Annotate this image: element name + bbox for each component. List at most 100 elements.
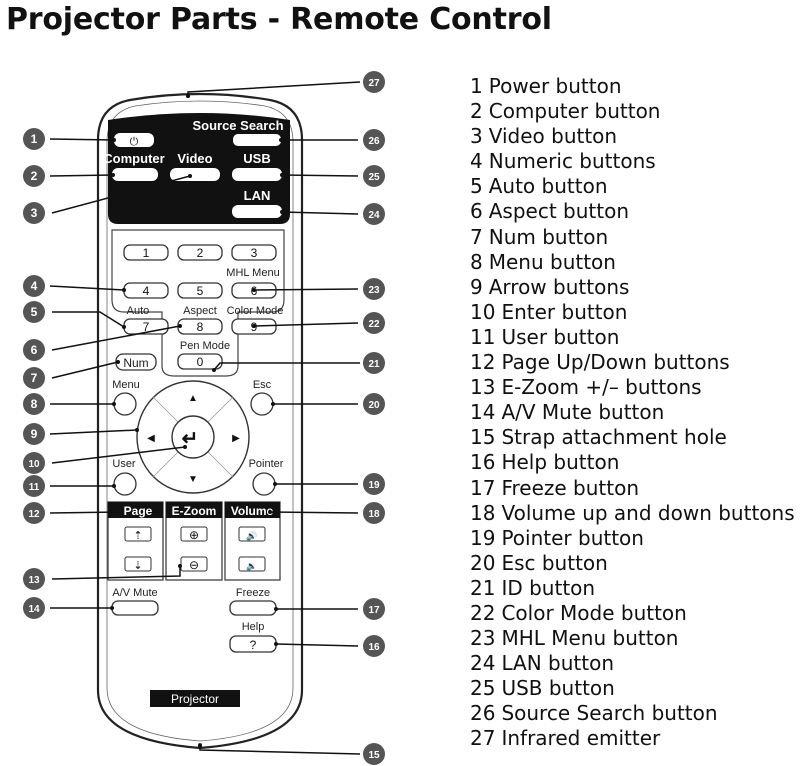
callout-circle bbox=[23, 423, 45, 445]
page-up-button[interactable] bbox=[124, 526, 152, 542]
callout-circle bbox=[363, 598, 385, 620]
volume-down-button[interactable] bbox=[238, 556, 266, 572]
numeric-button-label: 0 bbox=[197, 355, 204, 369]
callout-leader-line bbox=[51, 361, 119, 379]
volume-label: Volume bbox=[231, 504, 274, 518]
numeric-button[interactable] bbox=[177, 353, 223, 370]
zoom-out-icon: ⊖ bbox=[189, 558, 199, 572]
remote-control-diagram: Source Search ⏻ Computer Video USB LAN 1… bbox=[23, 71, 385, 765]
legend-number: 7 bbox=[470, 224, 483, 249]
zoom-in-icon: ⊕ bbox=[189, 528, 199, 542]
pen-mode-label: Pen Mode bbox=[180, 340, 230, 352]
arrow-left-icon: ◀ bbox=[147, 433, 155, 444]
callout-circle bbox=[363, 278, 385, 300]
legend-number: 8 bbox=[470, 249, 483, 274]
page-down-button[interactable] bbox=[124, 556, 152, 572]
callout-number: 15 bbox=[368, 750, 380, 761]
callout-number: 14 bbox=[28, 604, 40, 615]
numeric-button[interactable] bbox=[177, 244, 223, 261]
callout-circle bbox=[363, 203, 385, 225]
callout-badge: 26 bbox=[363, 129, 385, 151]
legend-number: 16 bbox=[470, 450, 496, 475]
callout-circle bbox=[363, 165, 385, 187]
callout-badge: 22 bbox=[363, 312, 385, 334]
callout-circle bbox=[23, 339, 45, 361]
source-search-button[interactable] bbox=[233, 134, 281, 146]
user-button[interactable] bbox=[113, 472, 137, 496]
pointer-label: Pointer bbox=[249, 458, 284, 470]
arrow-down-icon: ▼ bbox=[188, 474, 198, 485]
callout-leader-end bbox=[110, 606, 114, 610]
legend-label: Menu button bbox=[488, 249, 616, 274]
computer-label: Computer bbox=[103, 151, 164, 166]
numeric-button-label: 8 bbox=[197, 320, 204, 334]
av-mute-button[interactable] bbox=[111, 600, 159, 616]
esc-label: Esc bbox=[253, 379, 272, 391]
esc-button[interactable] bbox=[250, 392, 274, 416]
volume-down-icon: 🔉 bbox=[246, 561, 257, 572]
callout-badge: 4 bbox=[23, 275, 45, 297]
pointer-button[interactable] bbox=[252, 472, 276, 496]
numeric-button[interactable] bbox=[123, 244, 169, 261]
callout-number: 3 bbox=[31, 206, 38, 220]
usb-button[interactable] bbox=[232, 168, 282, 181]
callout-number: 21 bbox=[368, 359, 380, 370]
power-button[interactable] bbox=[114, 133, 154, 147]
callout-leader-line bbox=[51, 325, 181, 351]
arrow-right-icon: ▶ bbox=[232, 433, 240, 444]
legend-label: Video button bbox=[488, 124, 618, 149]
legend-number: 19 bbox=[470, 525, 496, 550]
callout-leader-line bbox=[253, 322, 359, 327]
legend-label: Computer button bbox=[488, 99, 661, 124]
legend-label: Enter button bbox=[501, 299, 628, 324]
mhl-menu-label: MHL Menu bbox=[226, 267, 279, 279]
menu-label: Menu bbox=[112, 379, 140, 391]
freeze-label: Freeze bbox=[236, 587, 270, 599]
legend-number: 24 bbox=[470, 651, 496, 676]
callout-number: 1 bbox=[31, 132, 38, 146]
menu-button[interactable] bbox=[113, 392, 137, 416]
lan-button[interactable] bbox=[232, 205, 282, 218]
callout-badge: 15 bbox=[363, 743, 385, 765]
callout-badge: 25 bbox=[363, 165, 385, 187]
freeze-button[interactable] bbox=[229, 600, 277, 616]
projector-badge bbox=[150, 690, 240, 707]
callout-number: 16 bbox=[368, 642, 380, 653]
ezoom-out-button[interactable] bbox=[180, 556, 208, 572]
legend-label: E-Zoom +/– buttons bbox=[501, 375, 702, 400]
callout-leader-end bbox=[122, 325, 126, 329]
legend-label: Auto button bbox=[488, 174, 608, 199]
numeric-button[interactable] bbox=[177, 282, 223, 299]
callout-circle bbox=[23, 275, 45, 297]
legend-number: 11 bbox=[470, 324, 496, 349]
legend-label: Volume up and down buttons bbox=[501, 500, 795, 525]
ezoom-in-button[interactable] bbox=[180, 526, 208, 542]
callout-leader-end bbox=[116, 360, 120, 364]
page-up-icon: ⇡ bbox=[133, 530, 142, 542]
numeric-button[interactable] bbox=[231, 244, 277, 261]
callout-leader-end bbox=[212, 368, 216, 372]
numeric-button-label: 5 bbox=[197, 284, 204, 298]
callout-leader-end bbox=[178, 324, 182, 328]
callout-leader-end bbox=[268, 510, 272, 514]
callout-badge: 21 bbox=[363, 352, 385, 374]
callout-badge: 3 bbox=[23, 202, 45, 224]
legend-number: 23 bbox=[470, 626, 496, 651]
computer-button[interactable] bbox=[112, 168, 158, 181]
callout-leader-end bbox=[183, 445, 187, 449]
callout-leader-end bbox=[198, 744, 202, 748]
legend-label: Page Up/Down buttons bbox=[501, 350, 730, 375]
numeric-keypad-frame bbox=[111, 229, 285, 377]
volume-up-button[interactable] bbox=[238, 526, 266, 542]
callout-badge: 27 bbox=[363, 71, 385, 93]
